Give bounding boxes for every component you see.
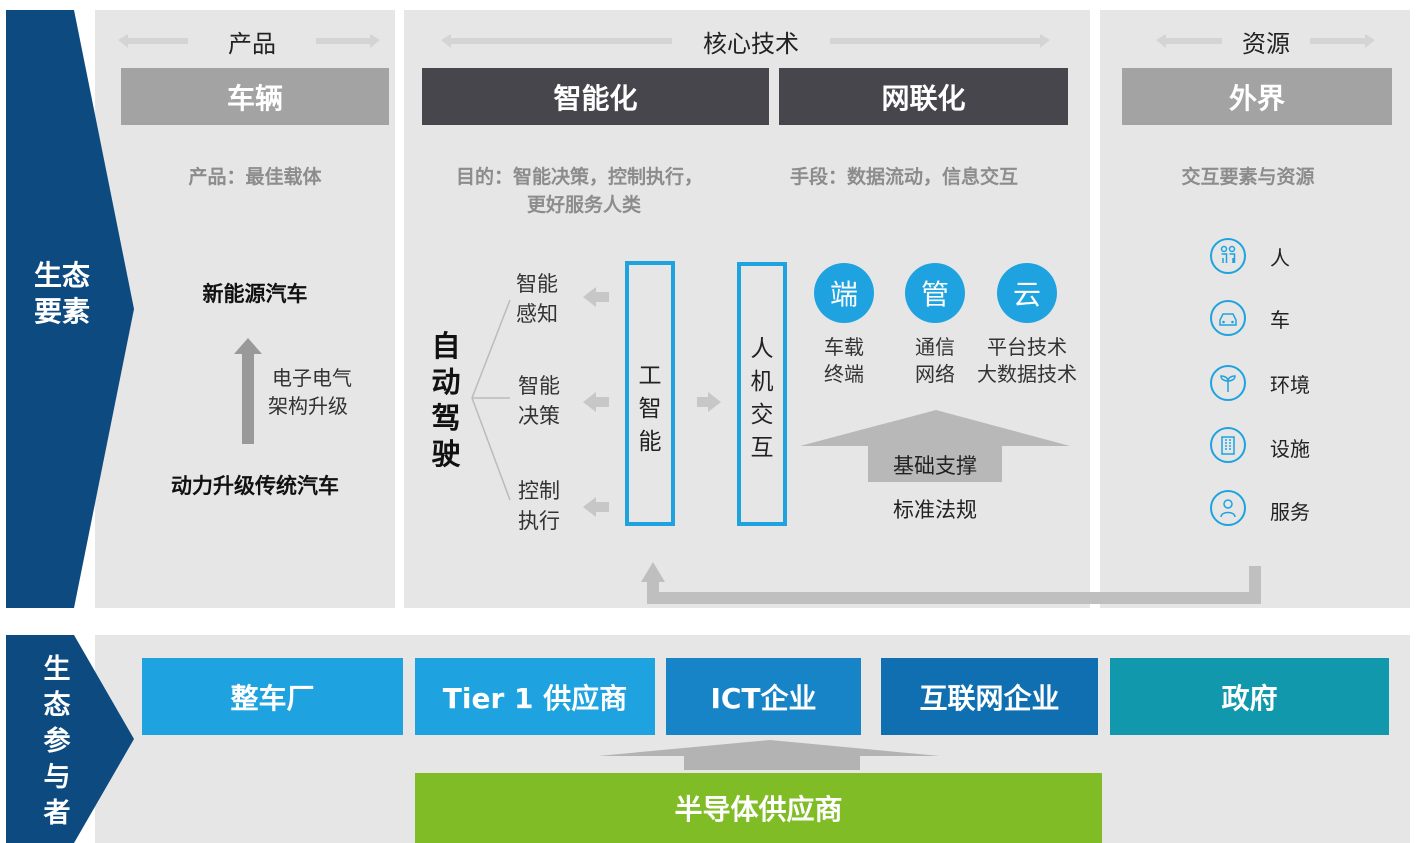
resources-header-arrows — [1156, 34, 1375, 48]
terminal-line2: 终端 — [824, 362, 864, 386]
network-line1: 通信 — [915, 335, 955, 359]
hmi-char: 交 — [750, 402, 774, 428]
purpose-subtitle-line2: 更好服务人类 — [527, 194, 642, 216]
hmi-char: 人 — [750, 336, 774, 362]
ecosystem-elements-label: 生态要素 — [33, 259, 90, 328]
ai-char: 智 — [638, 396, 662, 422]
traditional-vehicle-label: 动力升级传统汽车 — [171, 474, 339, 498]
feedback-loop-arrow — [647, 566, 1261, 604]
plant-icon — [1210, 365, 1246, 401]
cloud-circle-icon: 云 — [997, 263, 1057, 323]
internet-box: 互联网企业 — [881, 658, 1098, 735]
ecosystem-elements-chevron — [6, 10, 134, 608]
decision-line2: 决策 — [518, 404, 560, 428]
resource-car-label: 车 — [1270, 308, 1290, 332]
terminal-circle-icon: 端 — [814, 263, 874, 323]
terminal-line1: 车载 — [824, 335, 864, 359]
ee-architecture-line2: 架构升级 — [268, 394, 348, 418]
execution-line2: 执行 — [518, 509, 560, 533]
ai-box-text: 工 智 能 — [625, 360, 675, 459]
product-header-arrows — [118, 34, 380, 48]
resource-environment-label: 环境 — [1270, 373, 1310, 397]
resources-subtitle: 交互要素与资源 — [1181, 166, 1315, 188]
autonomous-char: 自 — [431, 329, 461, 363]
user-icon — [1210, 490, 1246, 526]
resource-facility-label: 设施 — [1270, 437, 1310, 461]
pipe-circle-icon: 管 — [905, 263, 965, 323]
execution-line1: 控制 — [518, 479, 560, 503]
core-tech-header-arrows — [441, 34, 1050, 48]
product-subtitle: 产品：最佳载体 — [188, 166, 322, 188]
resource-people-label: 人 — [1270, 246, 1290, 270]
oem-box: 整车厂 — [142, 658, 403, 735]
hmi-box — [737, 262, 787, 526]
people-icon — [1210, 238, 1246, 274]
foundation-arrow — [800, 410, 1070, 482]
purpose-subtitle-line1: 目的：智能决策，控制执行， — [456, 166, 704, 188]
core-tech-header: 核心技术 — [703, 29, 799, 58]
semiconductor-box: 半导体供应商 — [415, 773, 1102, 843]
decision-line1: 智能 — [518, 374, 560, 398]
foundation-label: 基础支撑 — [893, 454, 977, 478]
external-bar: 外界 — [1122, 68, 1392, 125]
ai-char: 能 — [638, 429, 662, 455]
small-left-arrows — [583, 287, 609, 517]
network-line2: 网络 — [915, 362, 955, 386]
hmi-char: 互 — [750, 435, 774, 461]
ai-char: 工 — [638, 363, 662, 389]
perception-line2: 感知 — [516, 302, 558, 326]
ai-to-hmi-arrow — [697, 392, 721, 412]
autonomous-char: 动 — [431, 365, 461, 399]
semiconductor-arrow — [598, 740, 940, 770]
building-icon — [1210, 427, 1246, 463]
new-energy-vehicle-label: 新能源汽车 — [202, 282, 308, 306]
feedback-loop-arrowhead — [641, 562, 665, 582]
means-subtitle: 手段：数据流动，信息交互 — [790, 166, 1019, 188]
resource-service-label: 服务 — [1270, 500, 1310, 524]
ee-architecture-line1: 电子电气 — [272, 366, 352, 390]
autonomous-branch-lines — [471, 299, 511, 501]
ecosystem-participants-label: 生态参与者 — [43, 654, 71, 829]
perception-line1: 智能 — [516, 272, 558, 296]
ecosystem-participants-chevron — [6, 635, 134, 843]
platform-line2: 大数据技术 — [977, 362, 1077, 386]
connected-bar: 网联化 — [779, 68, 1068, 125]
product-header: 产品 — [228, 29, 276, 58]
resources-header: 资源 — [1242, 29, 1290, 58]
autonomous-driving-title: 自 动 驾 驶 — [428, 328, 464, 472]
platform-line1: 平台技术 — [987, 335, 1067, 359]
government-box: 政府 — [1110, 658, 1389, 735]
hmi-box-text: 人 机 交 互 — [737, 333, 787, 465]
vehicle-bar: 车辆 — [121, 68, 389, 125]
intelligent-bar: 智能化 — [422, 68, 769, 125]
standards-label: 标准法规 — [893, 498, 977, 522]
autonomous-char: 驾 — [431, 401, 461, 435]
tier1-box: Tier 1 供应商 — [415, 658, 655, 735]
ai-box — [625, 261, 675, 526]
upgrade-arrow — [234, 338, 262, 444]
autonomous-char: 驶 — [431, 437, 461, 471]
car-icon — [1210, 300, 1246, 336]
ict-box: ICT企业 — [666, 658, 861, 735]
hmi-char: 机 — [750, 369, 774, 395]
